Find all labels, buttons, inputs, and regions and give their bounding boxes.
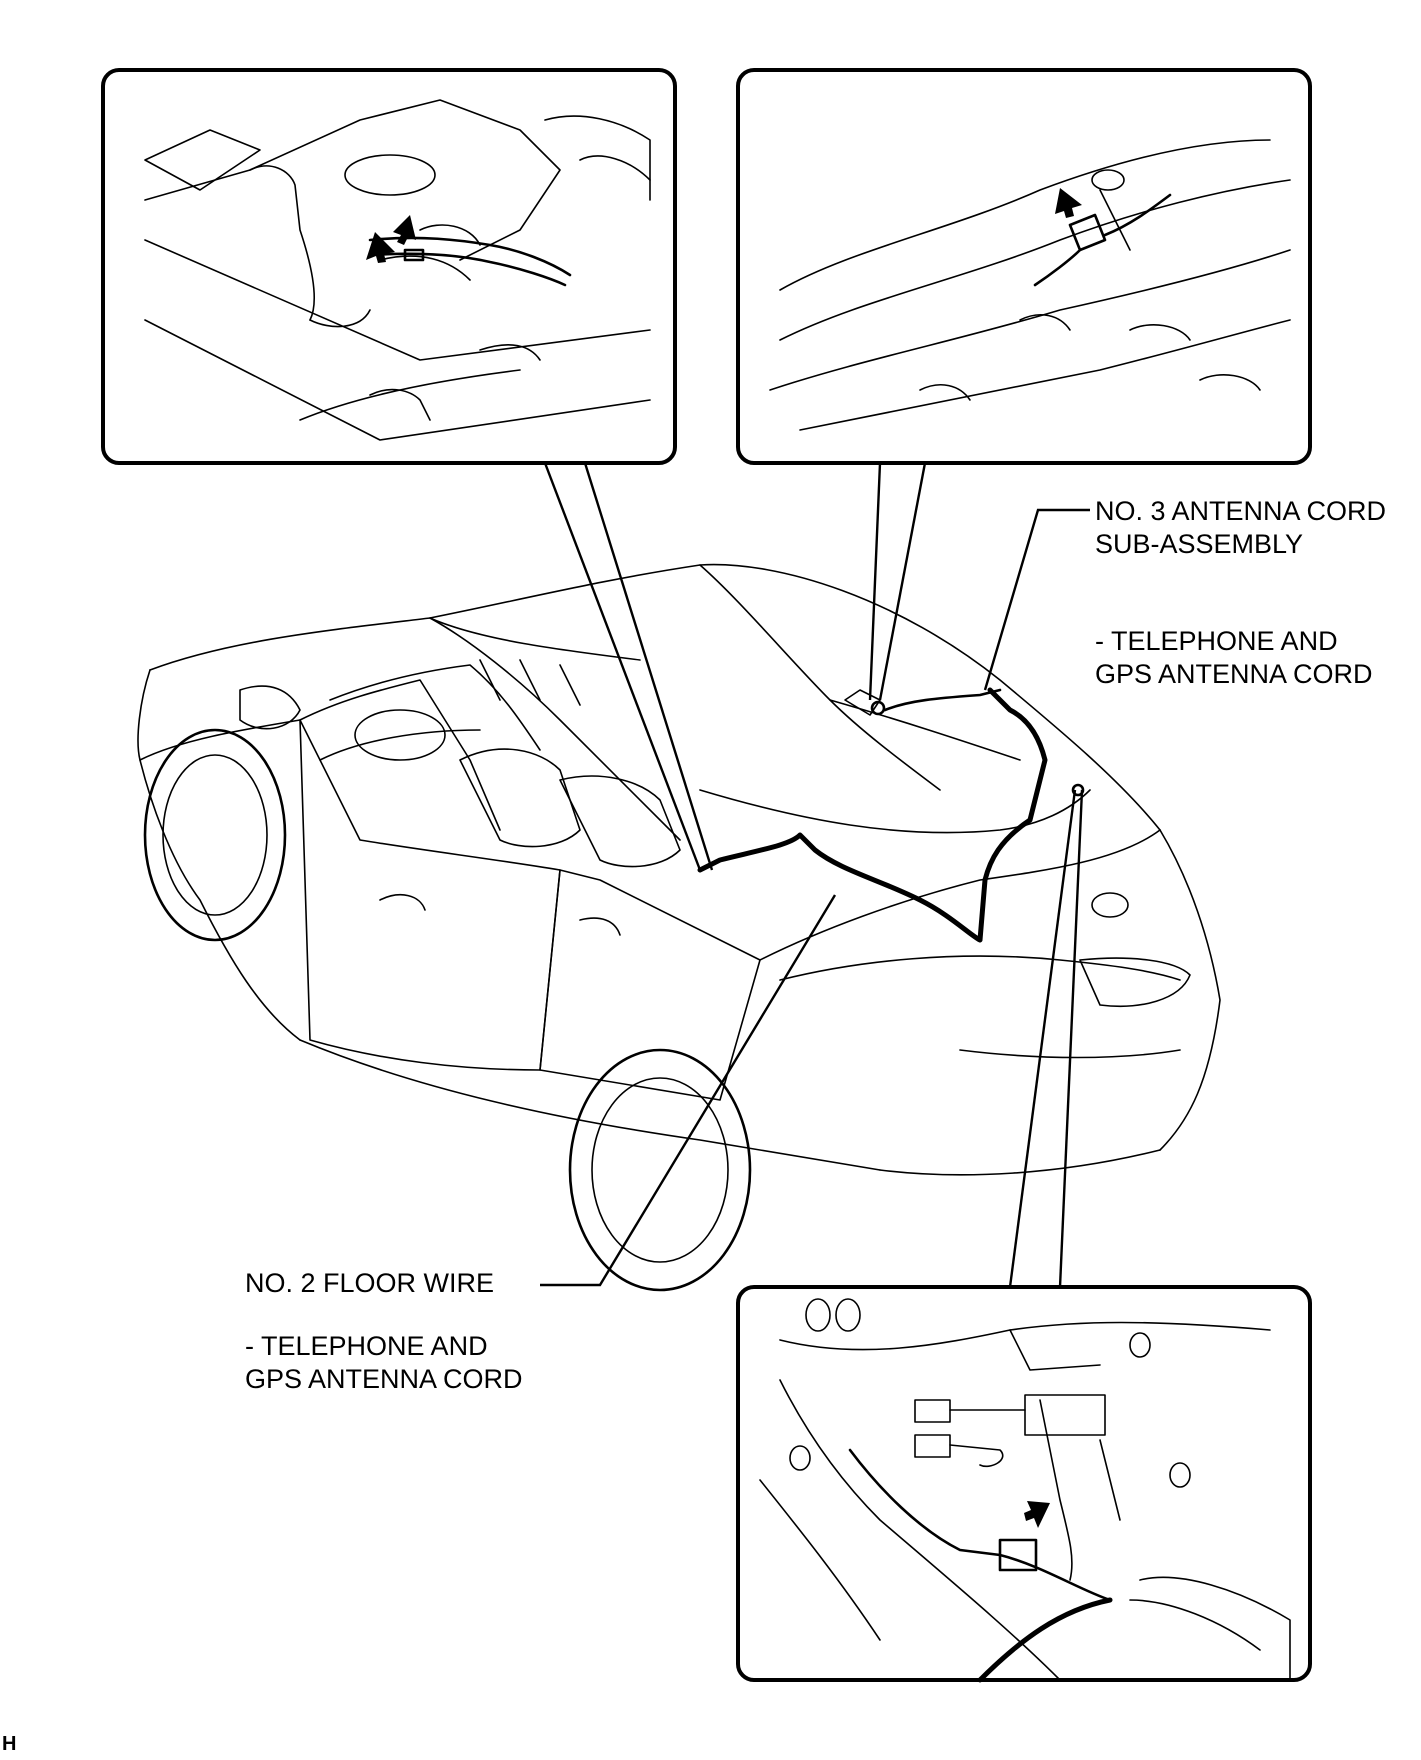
label-no2-floor-wire-sub1: - TELEPHONE AND	[245, 1331, 488, 1361]
label-no2-floor-wire-line1: NO. 2 FLOOR WIRE	[245, 1268, 495, 1298]
callout-top-left	[101, 68, 677, 465]
label-no3-antenna-cord-line2: SUB-ASSEMBLY	[1095, 529, 1304, 559]
callout-top-right	[736, 68, 1312, 465]
vehicle-outline	[137, 563, 1221, 1292]
antenna-cord-route	[697, 687, 1085, 943]
label-no3-antenna-cord-sub1: - TELEPHONE AND	[1095, 626, 1338, 656]
label-no3-antenna-cord-line1: NO. 3 ANTENNA CORD	[1095, 496, 1387, 526]
callout-bottom-right	[736, 1285, 1312, 1683]
label-no2-floor-wire-sub2: GPS ANTENNA CORD	[245, 1364, 523, 1394]
corner-mark: H	[2, 1733, 17, 1755]
callout-leaders	[540, 462, 1090, 1288]
label-no3-antenna-cord-sub2: GPS ANTENNA CORD	[1095, 659, 1373, 689]
